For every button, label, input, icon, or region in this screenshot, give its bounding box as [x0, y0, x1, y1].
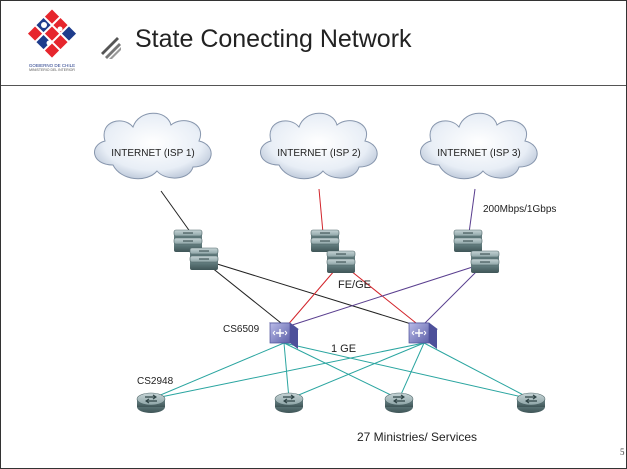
r2-core2	[340, 262, 422, 328]
services-label: 27 Ministries/ Services	[357, 430, 477, 444]
logo-caption: GOBIERNO DE CHILE MINISTERIO DEL INTERIO…	[17, 63, 87, 73]
cloud-isp1	[94, 112, 212, 180]
slide-title: State Conecting Network	[135, 25, 412, 53]
access-router-2	[274, 392, 304, 414]
access-switch-label: CS2948	[137, 376, 174, 387]
r1-core2	[200, 258, 422, 328]
isp-speed-label: 200Mbps/1Gbps	[483, 204, 556, 215]
isp3-link	[468, 188, 476, 234]
isp1-link	[160, 190, 192, 234]
logo-subtext: MINISTERIO DEL INTERIOR	[29, 68, 75, 72]
isp2-router-top	[310, 229, 340, 253]
access-link-label: 1 GE	[331, 343, 356, 355]
access-router-4	[516, 392, 546, 414]
isp2-link	[318, 188, 324, 234]
isp1-router-bottom	[189, 247, 219, 271]
access-router-3	[384, 392, 414, 414]
isp3-router-bottom	[470, 250, 500, 274]
isp3-router-top	[453, 229, 483, 253]
gobierno-logo	[27, 9, 121, 59]
title-divider	[1, 85, 626, 86]
access-links	[150, 342, 532, 400]
r1-core1	[200, 258, 287, 328]
core-switch-label: CS6509	[223, 324, 260, 335]
cloud-isp3	[420, 112, 538, 180]
page-number: 5	[620, 447, 625, 457]
r3-core2	[420, 262, 486, 328]
cloud-isp3-label: INTERNET (ISP 3)	[437, 148, 521, 159]
r3-core1	[285, 262, 486, 328]
access-router-1	[136, 392, 166, 414]
logo-text: GOBIERNO DE CHILE	[28, 63, 76, 68]
slide-header: GOBIERNO DE CHILE MINISTERIO DEL INTERIO…	[1, 1, 626, 83]
core-uplink-label: FE/GE	[338, 279, 371, 291]
cloud-isp2-label: INTERNET (ISP 2)	[277, 148, 361, 159]
cloud-isp2	[260, 112, 378, 180]
cloud-isp1-label: INTERNET (ISP 1)	[111, 148, 195, 159]
stripes-icon	[101, 37, 121, 59]
isp2-router-bottom	[326, 250, 356, 274]
r2-core1	[285, 262, 342, 328]
